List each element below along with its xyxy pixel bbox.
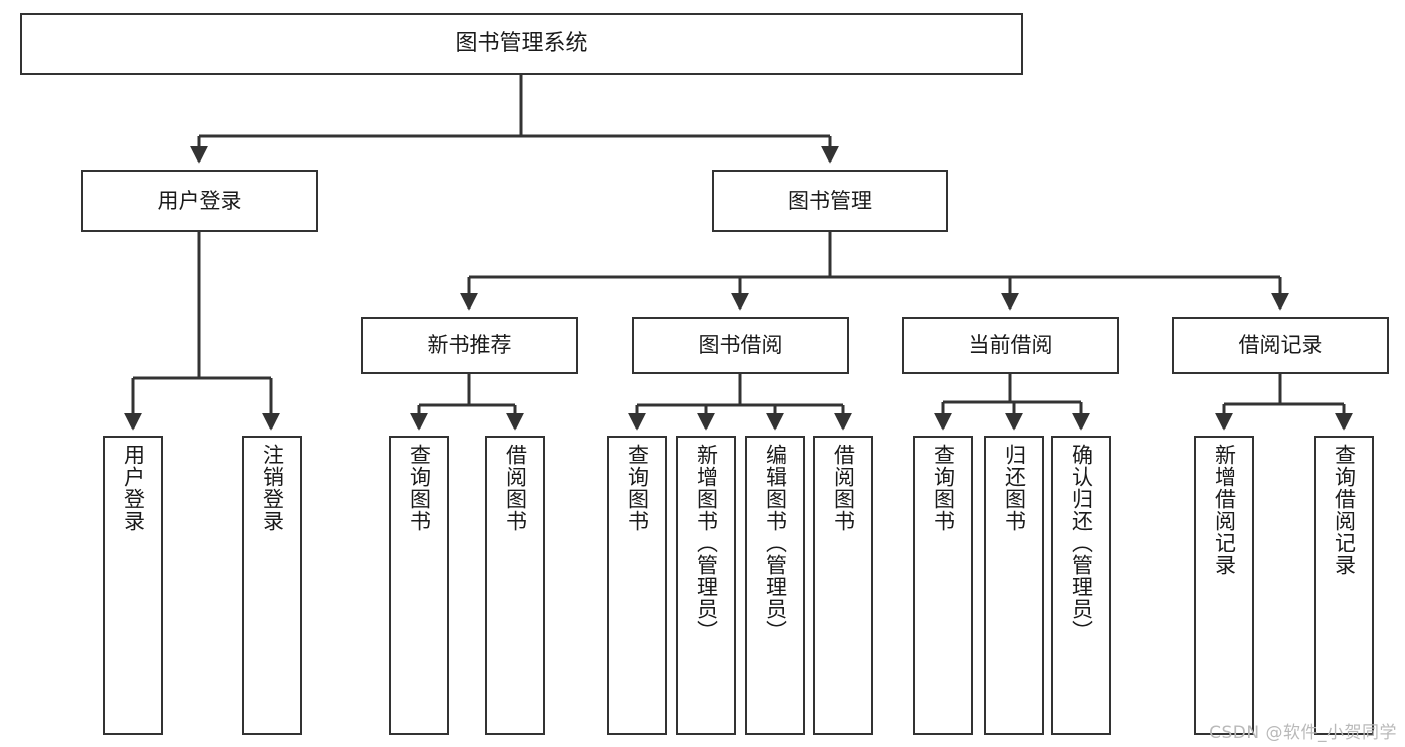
node-leaf-query-book-3[interactable]: 查询图书 <box>913 436 973 735</box>
node-leaf-query-book-2-label: 查询图书 <box>625 444 650 532</box>
node-leaf-borrow-book-2-label: 借阅图书 <box>831 444 856 532</box>
node-user-login[interactable]: 用户登录 <box>81 170 318 232</box>
node-current-borrow-label: 当前借阅 <box>968 333 1053 358</box>
node-leaf-query-book-3-label: 查询图书 <box>931 444 956 532</box>
node-root[interactable]: 图书管理系统 <box>20 13 1023 75</box>
node-leaf-user-login[interactable]: 用户登录 <box>103 436 163 735</box>
node-user-login-label: 用户登录 <box>157 188 242 213</box>
node-leaf-query-book-1[interactable]: 查询图书 <box>389 436 449 735</box>
node-leaf-add-book-label: 新增图书（管理员） <box>694 444 719 642</box>
node-leaf-return-book[interactable]: 归还图书 <box>984 436 1044 735</box>
node-leaf-edit-book[interactable]: 编辑图书（管理员） <box>745 436 805 735</box>
node-leaf-add-record[interactable]: 新增借阅记录 <box>1194 436 1254 735</box>
node-leaf-confirm-return[interactable]: 确认归还（管理员） <box>1051 436 1111 735</box>
node-leaf-borrow-book-1-label: 借阅图书 <box>503 444 528 532</box>
node-book-management-label: 图书管理 <box>788 188 872 213</box>
node-current-borrow[interactable]: 当前借阅 <box>902 317 1119 374</box>
node-borrow-record[interactable]: 借阅记录 <box>1172 317 1389 374</box>
node-leaf-query-book-2[interactable]: 查询图书 <box>607 436 667 735</box>
node-book-management[interactable]: 图书管理 <box>712 170 948 232</box>
node-leaf-user-login-label: 用户登录 <box>121 444 146 532</box>
node-leaf-borrow-book-2[interactable]: 借阅图书 <box>813 436 873 735</box>
node-leaf-confirm-return-label: 确认归还（管理员） <box>1069 444 1094 642</box>
node-book-borrow[interactable]: 图书借阅 <box>632 317 849 374</box>
node-new-book-recommend-label: 新书推荐 <box>427 333 512 358</box>
node-leaf-add-book[interactable]: 新增图书（管理员） <box>676 436 736 735</box>
node-borrow-record-label: 借阅记录 <box>1238 333 1323 358</box>
node-leaf-return-book-label: 归还图书 <box>1002 444 1027 532</box>
node-leaf-query-book-1-label: 查询图书 <box>407 444 432 532</box>
node-book-borrow-label: 图书借阅 <box>698 333 783 358</box>
node-root-label: 图书管理系统 <box>455 31 588 57</box>
node-leaf-query-record[interactable]: 查询借阅记录 <box>1314 436 1374 735</box>
node-leaf-borrow-book-1[interactable]: 借阅图书 <box>485 436 545 735</box>
node-leaf-logout-login-label: 注销登录 <box>260 444 285 532</box>
node-leaf-query-record-label: 查询借阅记录 <box>1332 444 1357 576</box>
node-leaf-edit-book-label: 编辑图书（管理员） <box>763 444 788 642</box>
node-leaf-logout-login[interactable]: 注销登录 <box>242 436 302 735</box>
node-new-book-recommend[interactable]: 新书推荐 <box>361 317 578 374</box>
node-leaf-add-record-label: 新增借阅记录 <box>1212 444 1237 576</box>
